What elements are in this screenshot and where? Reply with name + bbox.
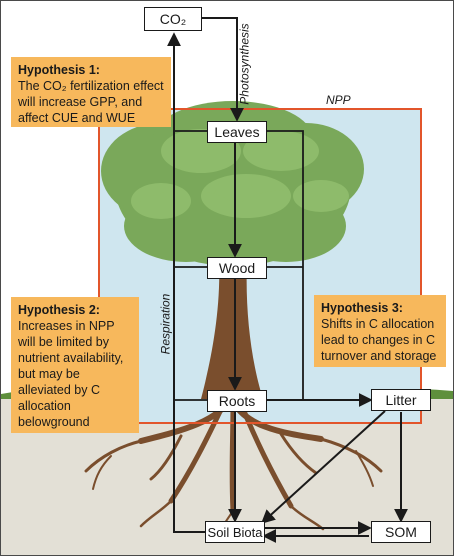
- roots-node: Roots: [207, 390, 267, 412]
- hypothesis-3-box: Hypothesis 3: Shifts in C allocation lea…: [314, 295, 446, 367]
- hypothesis-1-text: The CO₂ fertilization effect will increa…: [18, 79, 164, 125]
- leaves-to-litter-line: [267, 130, 304, 400]
- photosynthesis-label: Photosynthesis: [237, 23, 252, 105]
- som-node: SOM: [371, 521, 431, 543]
- respiration-arrow: [167, 32, 205, 533]
- leaves-node: Leaves: [207, 121, 267, 143]
- hypothesis-2-title: Hypothesis 2:: [18, 303, 100, 317]
- co2-node: CO₂: [144, 7, 202, 31]
- hypothesis-1-title: Hypothesis 1:: [18, 63, 100, 77]
- photosynthesis-arrow: [202, 17, 244, 122]
- hypothesis-3-title: Hypothesis 3:: [321, 301, 403, 315]
- hypothesis-2-text: Increases in NPP will be limited by nutr…: [18, 319, 124, 429]
- hypothesis-2-box: Hypothesis 2: Increases in NPP will be l…: [11, 297, 139, 433]
- respiration-label: Respiration: [158, 293, 173, 355]
- litter-to-soil-biota-arrow: [260, 410, 386, 524]
- canopy-highlights: [131, 129, 349, 219]
- npp-box: [98, 108, 422, 424]
- tree-trunk: [201, 261, 263, 399]
- hypothesis-3-text: Shifts in C allocation lead to changes i…: [321, 317, 437, 363]
- soil-biota-node: Soil Biota: [205, 521, 265, 543]
- hypothesis-1-box: Hypothesis 1: The CO₂ fertilization effe…: [11, 57, 171, 127]
- litter-node: Litter: [371, 389, 431, 411]
- wood-node: Wood: [207, 257, 267, 279]
- npp-label: NPP: [326, 93, 351, 107]
